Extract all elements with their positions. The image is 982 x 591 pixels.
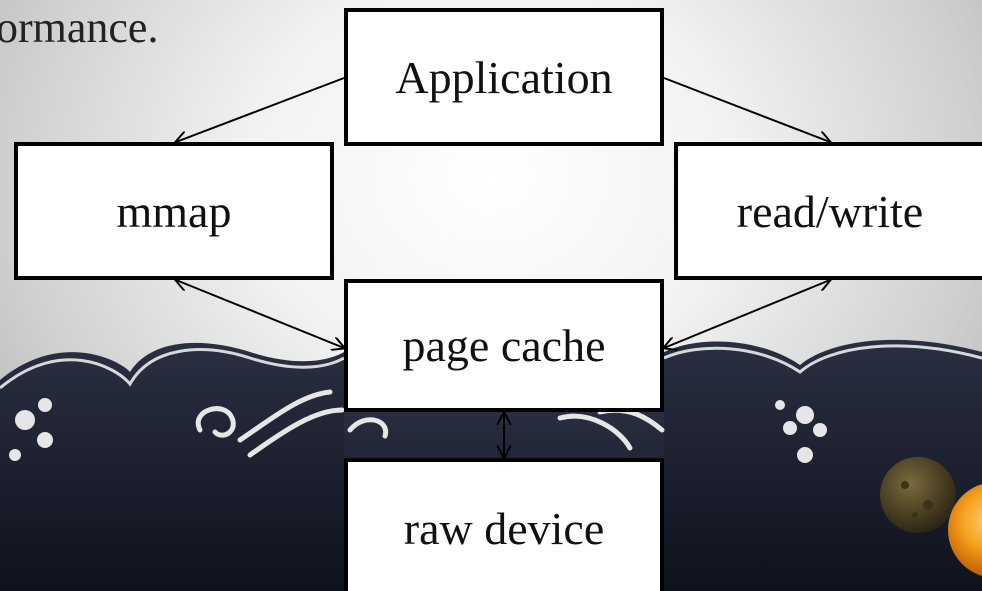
node-raw-device: raw device xyxy=(344,458,664,591)
arrow-mmap-cache xyxy=(176,280,344,348)
arrow-app-to-readwrite xyxy=(663,77,830,142)
banner-shape xyxy=(0,342,344,591)
ornament-fleur-left xyxy=(9,398,53,461)
slide-heading-fragment: ormance. xyxy=(0,3,159,52)
planet-dark xyxy=(880,457,956,533)
node-application-label: Application xyxy=(395,51,613,103)
node-read-write: read/write xyxy=(674,142,982,280)
arrow-readwrite-cache xyxy=(664,280,830,348)
node-raw-device-label: raw device xyxy=(403,502,605,554)
node-read-write-label: read/write xyxy=(736,185,924,237)
planet-orange xyxy=(948,484,982,576)
ornament-left xyxy=(195,389,345,458)
node-page-cache-label: page cache xyxy=(402,320,606,371)
arrow-app-to-mmap xyxy=(176,77,345,142)
node-mmap-label: mmap xyxy=(116,185,232,237)
ornament-fleur-right xyxy=(775,400,827,463)
node-page-cache: page cache xyxy=(344,279,664,412)
node-application: Application xyxy=(344,8,664,146)
node-mmap: mmap xyxy=(14,142,334,280)
